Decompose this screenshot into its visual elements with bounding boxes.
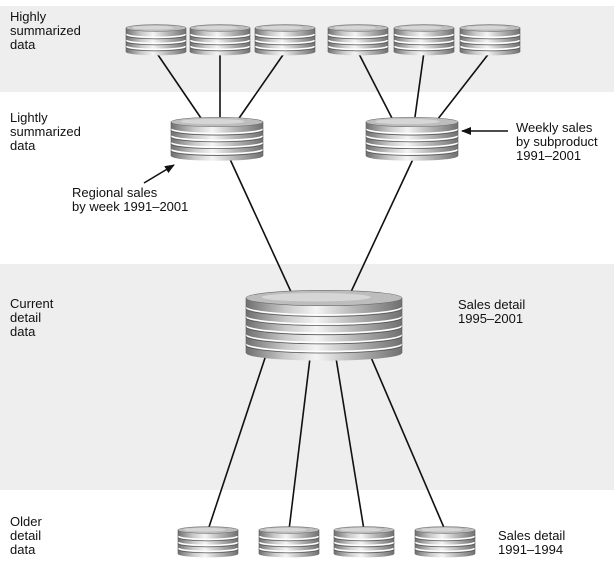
link-cur-old3 xyxy=(335,357,365,531)
link-hs5-ls2 xyxy=(413,51,425,125)
cylinder-weekly-sales xyxy=(365,116,459,161)
cylinder-highly-summarized-1 xyxy=(125,24,187,56)
link-hs3-ls1 xyxy=(234,51,286,125)
connector-lines xyxy=(155,51,491,531)
cylinder-highly-summarized-4 xyxy=(327,24,389,56)
tier-label-older-detail: Older detail data xyxy=(10,514,42,557)
tier-label-current-detail: Current detail data xyxy=(10,296,54,339)
cylinder-older-detail-3 xyxy=(333,526,395,558)
cylinder-older-detail-4 xyxy=(414,526,476,558)
annotation-sales-detail-older: Sales detail 1991–1994 xyxy=(498,528,566,557)
link-hs6-ls2 xyxy=(433,51,491,125)
link-cur-old1 xyxy=(207,354,267,531)
link-ls2-cur xyxy=(349,156,415,295)
cylinder-highly-summarized-6 xyxy=(459,24,521,56)
link-hs4-ls2 xyxy=(357,51,396,125)
link-cur-old2 xyxy=(288,357,311,531)
link-ls1-cur xyxy=(228,156,293,295)
arrow-regional-sales xyxy=(143,164,175,184)
tier-label-highly-summarized: Highly summarized data xyxy=(10,9,81,52)
annotation-weekly-sales: Weekly sales by subproduct 1991–2001 xyxy=(516,120,598,163)
database-cylinders xyxy=(125,24,521,558)
link-hs1-ls1 xyxy=(155,51,206,125)
cylinder-highly-summarized-2 xyxy=(189,24,251,56)
cylinder-highly-summarized-3 xyxy=(254,24,316,56)
cylinder-highly-summarized-5 xyxy=(393,24,455,56)
annotation-arrows xyxy=(143,127,508,184)
cylinder-current-detail xyxy=(245,289,403,361)
annotation-regional-sales: Regional sales by week 1991–2001 xyxy=(72,185,189,214)
annotation-sales-detail-current: Sales detail 1995–2001 xyxy=(458,297,526,326)
link-cur-old4 xyxy=(369,354,446,531)
cylinder-regional-sales xyxy=(170,116,264,161)
tier-label-lightly-summarized: Lightly summarized data xyxy=(10,110,81,153)
cylinder-older-detail-2 xyxy=(258,526,320,558)
cylinder-older-detail-1 xyxy=(177,526,239,558)
